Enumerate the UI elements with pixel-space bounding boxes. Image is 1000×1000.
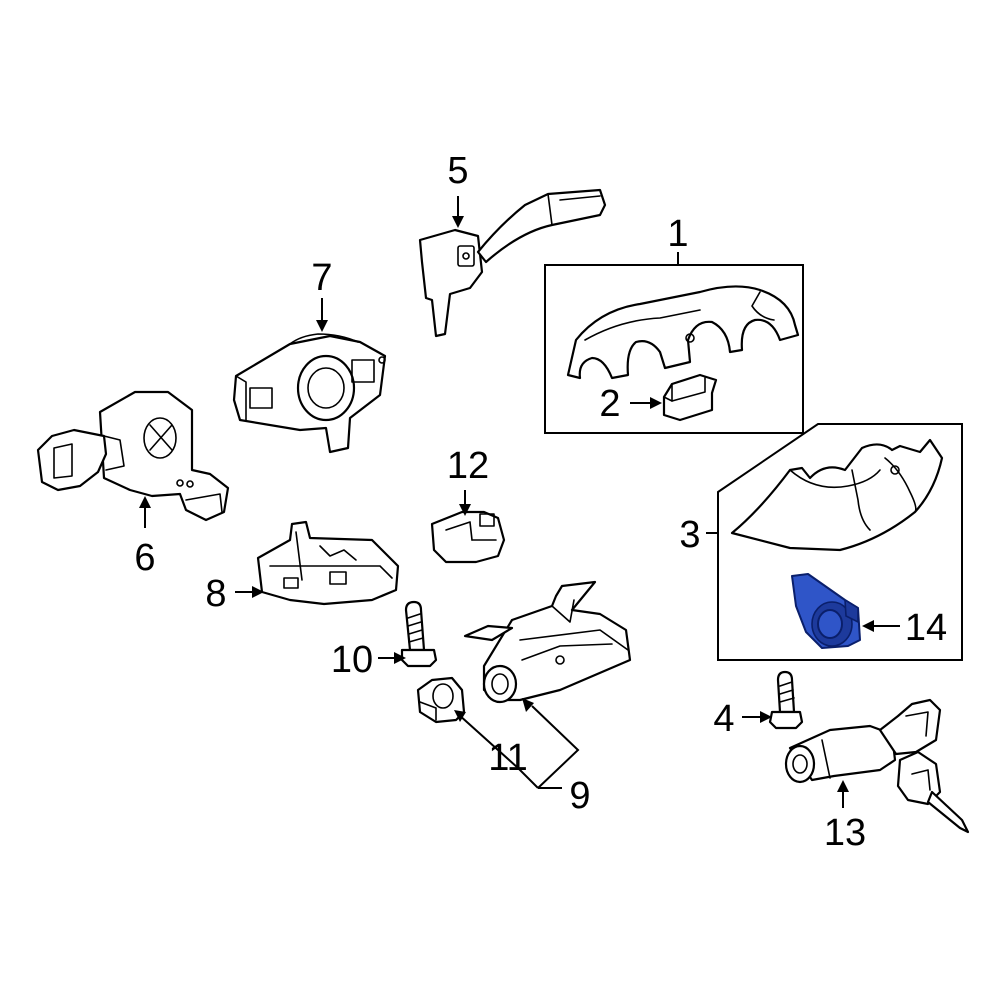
callout-9-bracket	[457, 705, 580, 789]
lower-column-cover[interactable]	[730, 438, 944, 552]
wiper-switch[interactable]	[418, 188, 607, 338]
callout-5-arrow	[452, 216, 464, 228]
callout-11: 11	[488, 737, 527, 779]
callout-14: 14	[905, 607, 947, 649]
ignition-trim-bezel[interactable]	[791, 573, 861, 649]
lock-actuator[interactable]	[430, 510, 506, 564]
callout-12-arrow	[459, 504, 471, 516]
lower-cover-group-box	[717, 423, 963, 661]
callout-12: 12	[447, 445, 489, 487]
callout-9-arrow-a	[522, 698, 534, 712]
callout-6-arrow	[139, 496, 151, 508]
turn-signal-switch[interactable]	[36, 390, 230, 522]
callout-2: 2	[599, 383, 620, 425]
callout-2-arrow	[650, 397, 662, 409]
callout-4: 4	[713, 698, 734, 740]
ignition-switch-and-key[interactable]	[784, 698, 970, 834]
clockspring[interactable]	[232, 333, 387, 454]
callout-13: 13	[824, 812, 866, 854]
callout-9: 9	[569, 775, 590, 817]
callout-1: 1	[667, 213, 688, 255]
upper-cover-group-box	[544, 264, 804, 434]
cover-clip[interactable]	[662, 373, 718, 422]
callout-10-arrow	[394, 652, 406, 664]
steering-lock-housing[interactable]	[463, 580, 632, 704]
callout-5: 5	[447, 150, 468, 192]
bolt-10[interactable]	[400, 600, 438, 668]
callout-7-arrow	[316, 320, 328, 332]
control-module[interactable]	[256, 520, 400, 606]
callout-13-arrow	[837, 780, 849, 792]
callout-14-arrow	[862, 620, 874, 632]
upper-column-cover[interactable]	[566, 285, 800, 380]
callout-8: 8	[205, 573, 226, 615]
screw-4[interactable]	[768, 670, 804, 730]
callout-4-arrow	[760, 711, 772, 723]
callout-3: 3	[679, 514, 700, 556]
callout-10: 10	[331, 639, 373, 681]
callout-8-arrow	[252, 586, 264, 598]
callout-9-arrow-b	[454, 710, 466, 722]
callout-7: 7	[311, 257, 332, 299]
callout-6: 6	[134, 537, 155, 579]
